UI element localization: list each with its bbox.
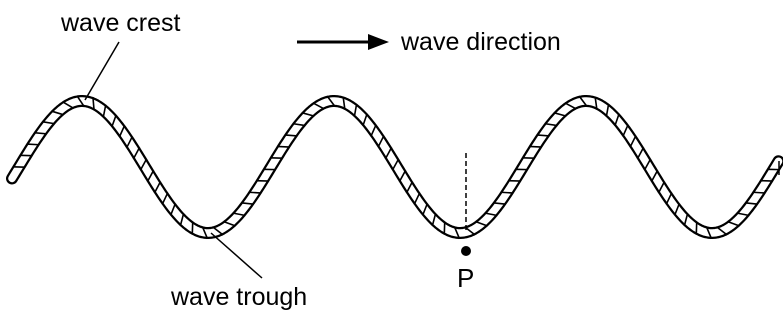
rope-twist	[179, 213, 185, 227]
rope-twist	[636, 147, 645, 160]
rope-twist	[62, 100, 74, 109]
rope-twist	[564, 102, 577, 110]
rope-twist	[284, 134, 298, 137]
rope-twist	[232, 212, 246, 217]
wave-direction-label: wave direction	[400, 28, 561, 56]
rope-twist	[169, 203, 177, 216]
rope-twist	[705, 226, 713, 240]
crest-leader-line	[84, 41, 120, 101]
rope-twist	[26, 143, 40, 146]
rope-twist	[342, 96, 346, 110]
rope-twist	[752, 191, 766, 194]
rope-twist	[161, 192, 169, 205]
rope-twist	[111, 114, 117, 128]
rope-twist	[398, 169, 407, 183]
rope-twist	[391, 158, 400, 171]
rope-twist	[744, 202, 759, 205]
rope-twist-marks	[12, 95, 781, 240]
rope-twist	[605, 103, 610, 117]
rope-twist	[650, 169, 659, 183]
rope-twist	[405, 181, 414, 194]
rope-twist	[544, 122, 558, 127]
rope-twist	[92, 97, 95, 111]
rope-twist	[421, 203, 429, 216]
rope-wave	[6, 95, 783, 240]
wave-trough-label: wave trough	[170, 283, 307, 311]
rope-core	[8, 97, 783, 237]
rope-twist	[301, 111, 315, 117]
rope-twist	[223, 220, 236, 227]
rope-twist	[132, 147, 141, 160]
rope-twist	[125, 135, 134, 149]
wave-crest-label: wave crest	[60, 9, 181, 37]
rope-twist	[292, 122, 306, 127]
rope-twist	[536, 134, 550, 137]
rope-twist	[353, 103, 358, 117]
rope-twist	[76, 95, 85, 107]
rope-twist	[500, 191, 514, 194]
rope-twist	[594, 96, 598, 110]
rope-twist	[727, 220, 740, 227]
rope-twist	[139, 158, 148, 171]
point-p-label: P	[457, 263, 474, 293]
rope-twist	[578, 95, 588, 107]
rope-twist	[453, 226, 461, 240]
rope-twist	[484, 212, 498, 217]
rope-twist	[643, 158, 652, 171]
rope-twist	[716, 226, 728, 236]
rope-twist	[657, 181, 666, 194]
rope-twist	[326, 95, 336, 107]
rope-twist	[528, 145, 543, 148]
rope-twist	[248, 191, 262, 194]
rope-twist	[553, 111, 567, 117]
rope-twist	[201, 226, 209, 240]
rope-twist	[492, 202, 507, 205]
rope-twist	[377, 135, 385, 148]
rope-twist	[736, 212, 750, 217]
rope-twist	[276, 145, 291, 148]
rope-twist	[614, 113, 620, 127]
rope-twist	[683, 213, 689, 227]
rope-twist	[370, 124, 377, 137]
rope-twist	[362, 113, 368, 127]
rope-twist	[622, 124, 629, 137]
rope-twist	[33, 131, 48, 135]
rope-twist	[153, 181, 162, 194]
rope-twist	[51, 110, 64, 116]
right-arrow-icon	[297, 34, 389, 50]
rope-twist	[673, 203, 681, 216]
rope-twist	[384, 147, 393, 160]
rope-twist	[431, 213, 437, 227]
rope-twist	[629, 135, 637, 148]
rope-twist	[413, 192, 421, 205]
rope-twist	[146, 169, 155, 183]
rope-twist	[665, 192, 673, 205]
trough-leader-line	[210, 232, 263, 279]
rope-twist	[118, 124, 126, 138]
rope-twist	[475, 220, 488, 227]
rope-twist	[312, 102, 325, 110]
rope-twist	[102, 104, 107, 118]
rope-twist	[41, 120, 56, 125]
rope-twist	[240, 202, 255, 205]
rope-twist	[212, 226, 224, 236]
point-p-dot	[461, 246, 471, 256]
